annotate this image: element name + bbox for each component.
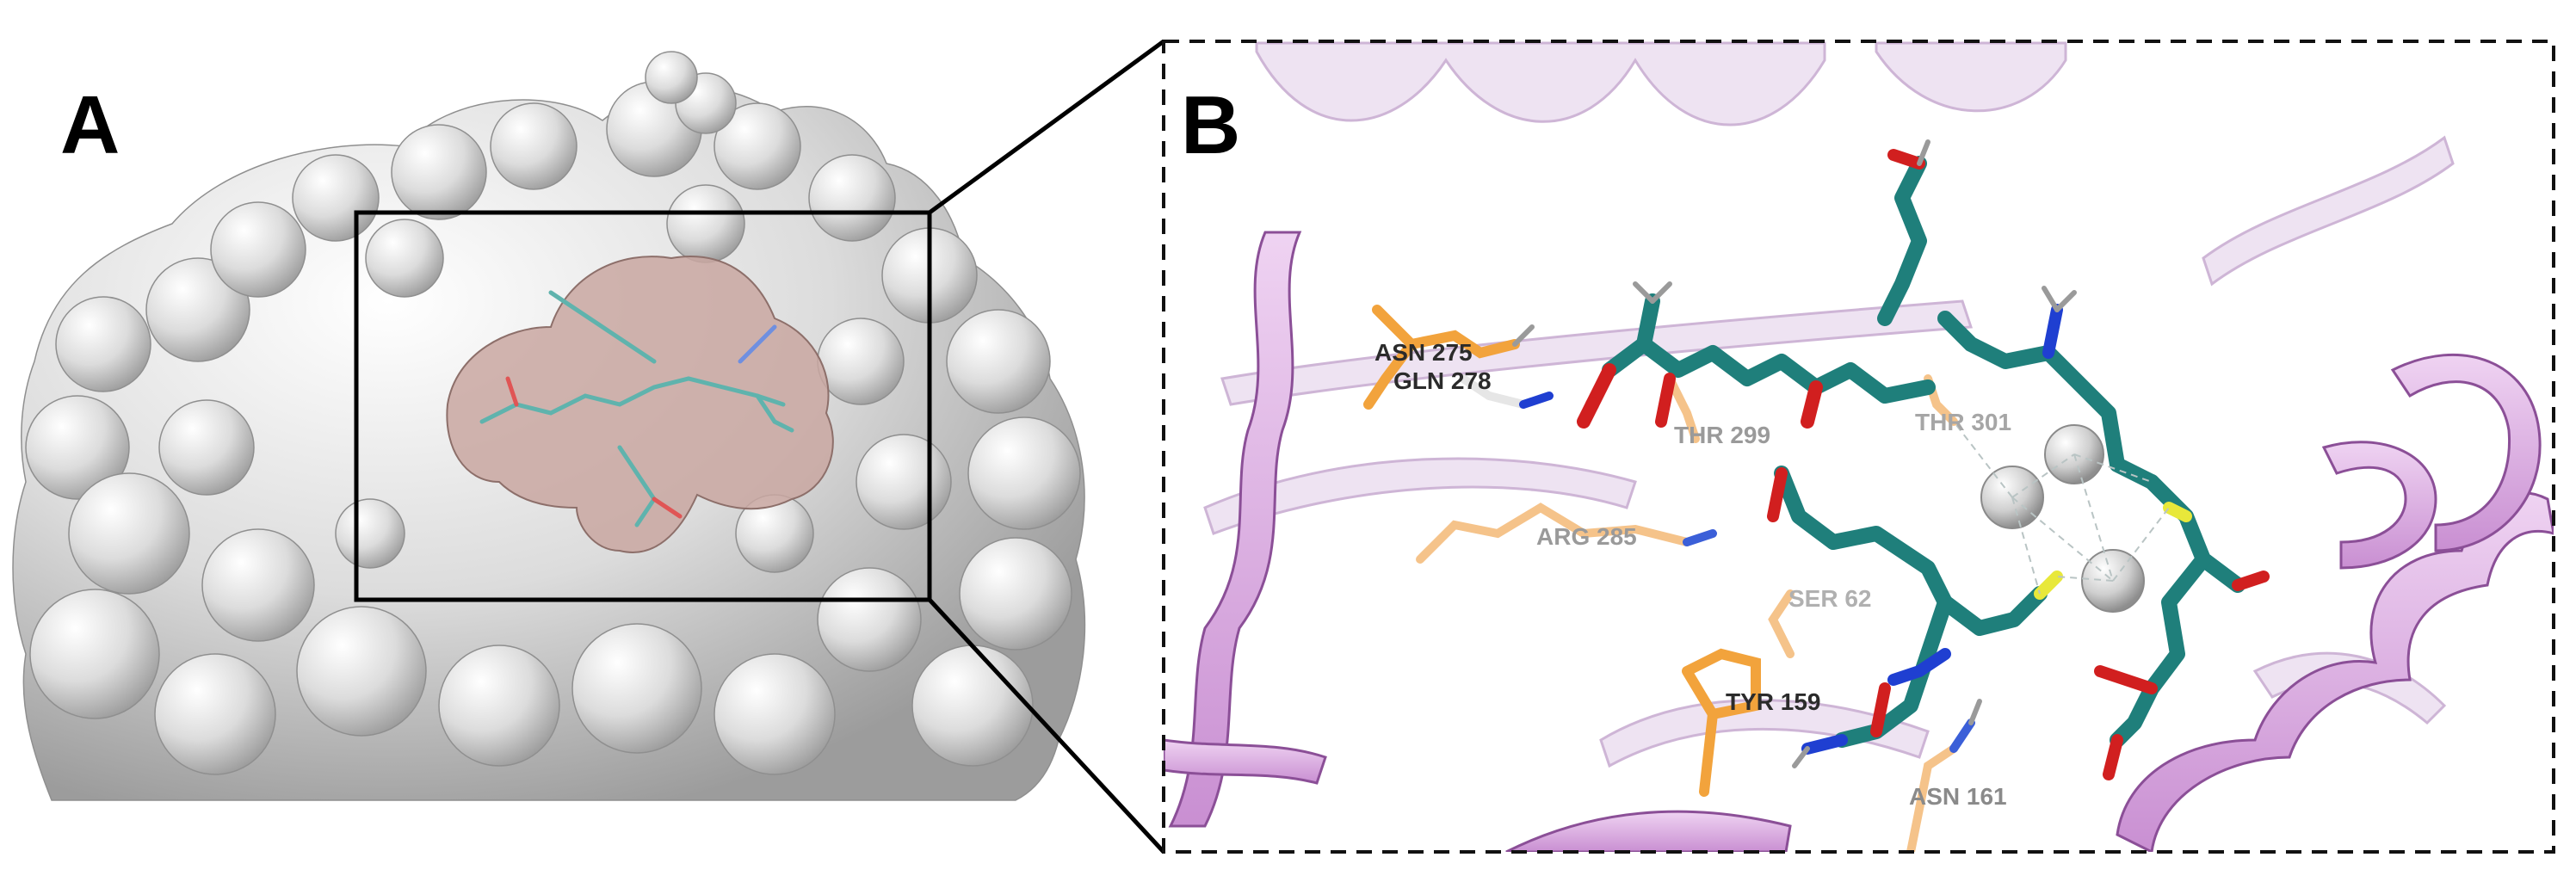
ligand-sticks [1577, 149, 2270, 780]
panel-a: A [12, 51, 1086, 801]
protein-ribbons-background [1203, 41, 2455, 768]
binding-pocket [446, 256, 834, 553]
label-thr299: THR 299 [1674, 422, 1770, 448]
panel-b: ASN 275 GLN 278 THR 299 THR 301 ARG 285 … [1162, 40, 2555, 854]
label-asn161: ASN 161 [1909, 783, 2007, 810]
ser62-sidechain [1768, 589, 1795, 658]
zoom-connector [928, 39, 1165, 854]
zoom-box [354, 210, 932, 602]
gln278-sidechain [1459, 374, 1528, 409]
panel-b-frame [1162, 40, 2555, 854]
arg285-sidechain [1416, 503, 1691, 564]
protein-ribbons [1164, 231, 2554, 852]
thr299-sidechain [1665, 374, 1700, 443]
label-ser62: SER 62 [1788, 585, 1872, 612]
hydrogen-atoms [1512, 139, 2077, 768]
label-asn275: ASN 275 [1374, 339, 1473, 366]
asn161-sidechain [1906, 744, 1958, 852]
ligand-sticks-a [479, 290, 794, 527]
asn275-sidechain [1372, 305, 1520, 359]
panel-b-letter: B [1181, 79, 1240, 171]
label-thr301: THR 301 [1915, 409, 2011, 435]
coordination-bonds [1953, 421, 2170, 595]
label-arg285: ARG 285 [1536, 523, 1637, 550]
panel-a-letter: A [60, 79, 120, 171]
label-gln278: GLN 278 [1393, 367, 1492, 394]
label-tyr159: TYR 159 [1726, 688, 1821, 715]
tyr159-sidechain [1682, 648, 1761, 720]
residue-side-chains [1363, 305, 1975, 852]
residue-labels: ASN 275 GLN 278 THR 299 THR 301 ARG 285 … [1374, 339, 2011, 810]
